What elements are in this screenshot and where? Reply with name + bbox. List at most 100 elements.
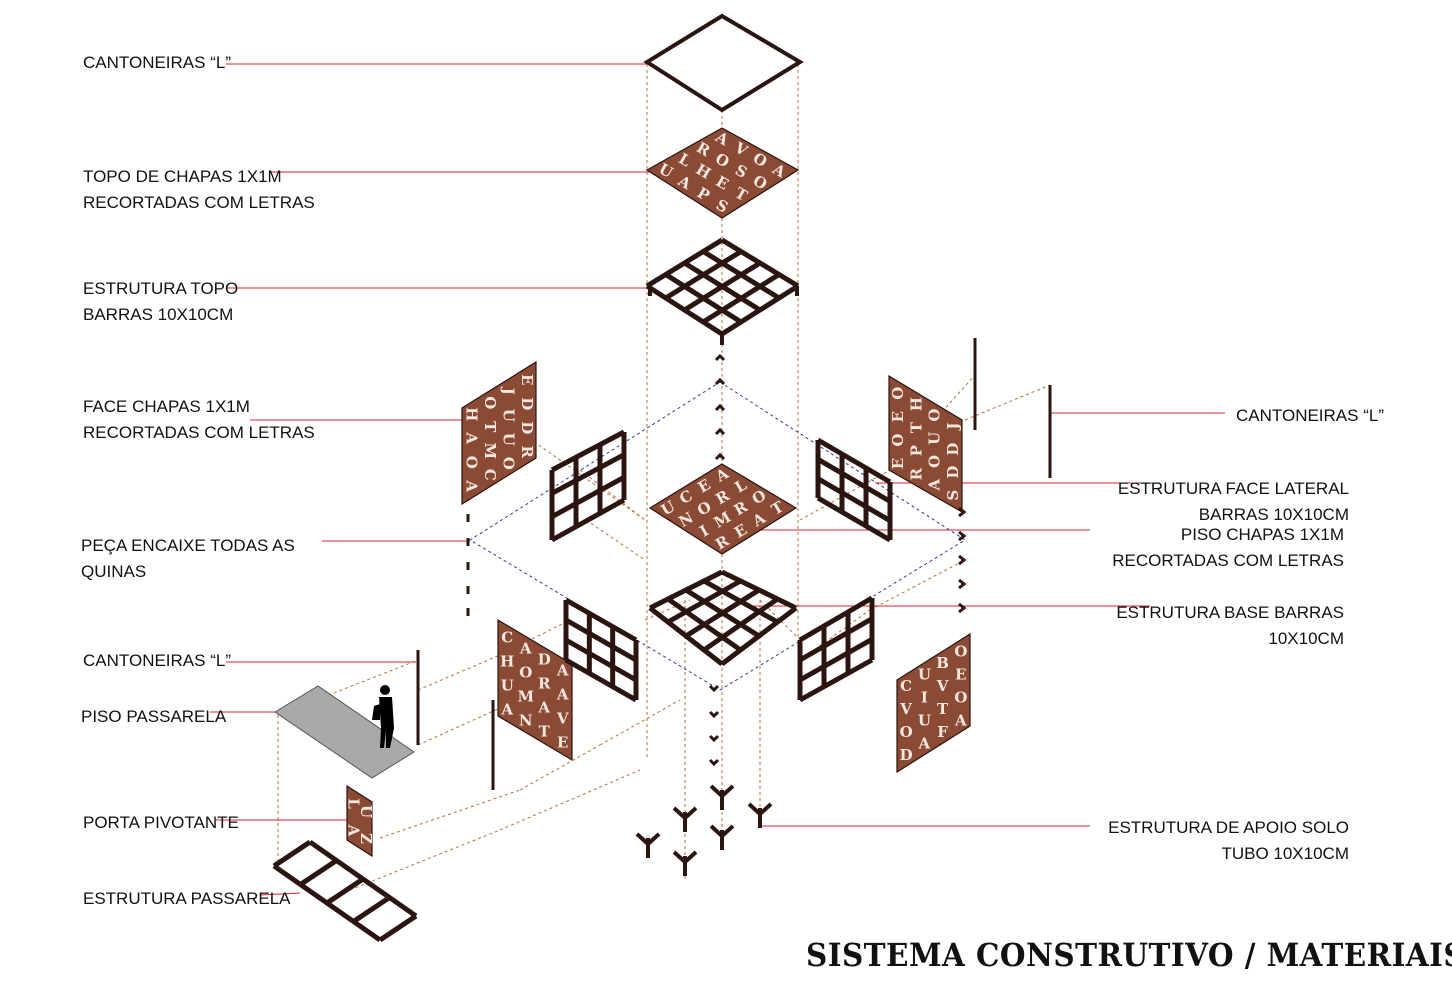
ladder-rung — [352, 895, 391, 924]
cut-letter: V — [899, 700, 912, 718]
diagonal-guide — [349, 829, 501, 891]
corner-piece — [708, 710, 720, 719]
label-line: RECORTADAS COM LETRAS — [1112, 551, 1344, 570]
diagonal-guide — [585, 519, 646, 561]
corner-piece — [714, 452, 726, 461]
label-line: ESTRUTURA FACE LATERAL — [1117, 479, 1349, 498]
label-estrutura-apoio: ESTRUTURA DE APOIO SOLO TUBO 10X10CM — [1108, 815, 1349, 867]
cut-letter: U — [501, 677, 514, 695]
label-line: RECORTADAS COM LETRAS — [83, 193, 315, 212]
cut-letter: L — [344, 798, 362, 809]
ladder-rung — [299, 858, 338, 887]
label-line: ESTRUTURA PASSARELA — [83, 889, 291, 908]
corten-sheet — [896, 632, 971, 774]
lower-right-structure — [797, 595, 875, 703]
top-structure-grid — [645, 237, 800, 337]
top-corner-piece — [714, 452, 726, 461]
ground-support-tube — [709, 784, 735, 810]
cut-letter: H — [462, 407, 480, 421]
diagonal-guide — [964, 384, 1051, 421]
cut-letter: J — [499, 386, 517, 395]
corten-sheet — [461, 360, 537, 506]
label-line: TUBO 10X10CM — [1221, 844, 1349, 863]
cut-letter: O — [926, 455, 944, 468]
label-line: PISO PASSARELA — [81, 707, 227, 726]
cut-letter: A — [926, 478, 944, 491]
steel-bar — [683, 260, 762, 313]
cut-letter: O — [889, 387, 907, 400]
steel-bar — [550, 452, 626, 496]
cut-letter: E — [557, 734, 568, 752]
label-line: ESTRUTURA BASE BARRAS — [1116, 603, 1344, 622]
walkway-structure — [272, 839, 418, 943]
bottom-corner-piece — [708, 684, 720, 693]
bottom-corner-piece — [708, 758, 720, 767]
ground-support-tube — [672, 850, 698, 876]
steel-bar — [702, 596, 779, 653]
right-face-structure — [815, 437, 893, 543]
label-line: RECORTADAS COM LETRAS — [83, 423, 315, 442]
top-corner-piece — [714, 427, 726, 436]
cut-letter: U — [499, 409, 517, 422]
steel-bar — [564, 637, 638, 683]
steel-bar — [720, 606, 798, 666]
steel-bar — [816, 495, 892, 543]
corten-sheet — [346, 784, 373, 858]
leader-lines — [210, 63, 1225, 896]
support-arm — [672, 806, 687, 820]
label-peca-encaixe: PEÇA ENCAIXE TODAS AS QUINAS — [81, 533, 295, 585]
right-corner-piece — [958, 578, 967, 590]
diagonal-guide — [499, 769, 641, 831]
label-estrutura-passarela: ESTRUTURA PASSARELA — [83, 886, 291, 912]
corner-piece — [958, 578, 967, 590]
diagonal-guide — [599, 699, 681, 746]
steel-bar — [550, 475, 626, 519]
cut-letter: A — [462, 479, 480, 492]
cut-letter: E — [889, 458, 907, 469]
walkway-floor — [274, 685, 415, 779]
top-corner-piece — [714, 403, 726, 412]
cut-letter: D — [518, 421, 536, 434]
corner-piece — [958, 530, 967, 542]
label-porta-pivotante: PORTA PIVOTANTE — [83, 810, 239, 836]
cut-letter: O — [926, 409, 944, 422]
label-estrutura-base: ESTRUTURA BASE BARRAS 10X10CM — [1116, 600, 1344, 652]
cut-letter: A — [519, 640, 532, 658]
cut-letter: T — [539, 723, 551, 741]
corner-piece — [714, 427, 726, 436]
label-line: BARRAS 10X10CM — [83, 305, 234, 324]
label-line: TOPO DE CHAPAS 1X1M — [83, 167, 282, 186]
label-topo-chapas: TOPO DE CHAPAS 1X1M RECORTADAS COM LETRA… — [83, 164, 315, 216]
angle-frame — [643, 13, 804, 113]
cut-letter: V — [556, 710, 569, 728]
cut-letter: R — [907, 467, 925, 480]
cut-letter: M — [517, 688, 534, 706]
diagonal-guide — [579, 469, 646, 521]
walkway-plate — [274, 685, 415, 779]
corner-piece — [708, 734, 720, 743]
cut-letter: A — [462, 431, 480, 444]
label-piso-chapas: PISO CHAPAS 1X1M RECORTADAS COM LETRAS — [1112, 522, 1344, 574]
label-estrutura-face-lateral: ESTRUTURA FACE LATERAL BARRAS 10X10CM — [1118, 476, 1349, 528]
support-arm — [720, 784, 735, 798]
label-line: CANTONEIRAS “L” — [1236, 406, 1384, 425]
support-arm — [709, 784, 724, 798]
steel-bar — [816, 476, 892, 523]
support-arm — [672, 850, 687, 864]
right-corner-piece — [958, 506, 967, 518]
ladder-rung — [325, 876, 365, 906]
corner-piece — [958, 554, 967, 566]
support-arm — [758, 802, 773, 816]
cut-letter: M — [481, 442, 499, 459]
cut-letter: E — [955, 665, 966, 683]
diagonal-guide — [474, 399, 646, 521]
label-piso-passarela: PISO PASSARELA — [81, 704, 226, 730]
support-arm — [747, 802, 762, 816]
cut-letter: C — [481, 469, 499, 481]
cut-letter: O — [954, 688, 967, 706]
label-line: PISO CHAPAS 1X1M — [1180, 525, 1344, 544]
